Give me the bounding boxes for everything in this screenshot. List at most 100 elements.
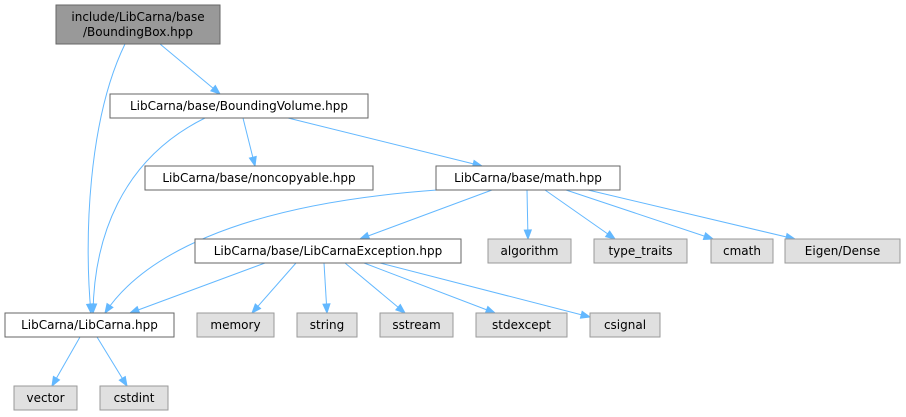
edge-line [129,262,266,314]
node-label: type_traits [608,244,672,258]
edge-bv-to-math [287,117,484,168]
node-algorithm: algorithm [487,238,572,264]
node-box [435,165,621,191]
edge-line [359,189,493,240]
arrowhead-icon [128,305,141,314]
arrowhead-icon [322,303,331,315]
edge-exc-to-sstream [344,262,407,314]
arrowhead-icon [394,303,407,314]
node-box [4,312,175,338]
node-box [593,238,688,264]
arrowhead-icon [209,84,222,95]
edge-line [544,189,616,240]
node-label: cmath [723,244,761,258]
edge-bv-to-noncopy [242,117,257,168]
node-label: memory [210,318,260,332]
node-string: string [296,312,358,338]
edge-exc-to-memory [251,262,297,315]
edge-line [92,117,206,314]
node-box [55,4,221,45]
edge-math-to-type_traits [544,189,617,240]
node-eigen: Eigen/Dense [784,238,901,264]
node-label: include/LibCarna/base [71,10,204,24]
node-label: vector [26,391,64,405]
node-vector: vector [13,385,78,411]
edge-root-to-bv [159,43,222,95]
edge-exc-to-string [322,262,331,315]
edge-math-to-libcarna [104,189,438,315]
edge-exc-to-libcarna [128,262,266,314]
edge-math-to-eigen [587,189,797,241]
arrowhead-icon [104,302,114,315]
edge-line [104,189,438,314]
node-label: LibCarna/LibCarna.hpp [21,318,158,332]
node-label: Eigen/Dense [805,244,880,258]
edge-math-to-algorithm [523,189,533,241]
node-label: cstdint [114,391,155,405]
arrowhead-icon [88,303,98,315]
arrowhead-icon [702,231,715,241]
node-label: LibCarna/base/BoundingVolume.hpp [130,99,348,113]
node-label: LibCarna/base/noncopyable.hpp [162,171,355,185]
node-box [487,238,572,264]
node-type_traits: type_traits [593,238,688,264]
node-box [379,312,454,338]
arrowhead-icon [118,375,128,388]
node-box [194,238,462,264]
node-box [196,312,275,338]
edge-libcarna-to-vector [51,336,81,388]
node-box [144,165,374,191]
arrowhead-icon [523,229,533,241]
node-box [13,385,78,411]
node-libcarna[interactable]: LibCarna/LibCarna.hpp [4,312,175,338]
edge-math-to-cmath [565,189,715,241]
node-box [710,238,774,264]
edge-line [159,43,221,95]
node-box [784,238,901,264]
edge-line [565,189,714,240]
arrowhead-icon [604,230,617,240]
arrowhead-icon [358,231,371,240]
node-bv[interactable]: LibCarna/base/BoundingVolume.hpp [109,93,369,119]
edge-bv-to-libcarna [88,117,206,315]
edge-line [344,262,406,314]
edge-line [87,43,126,314]
node-memory: memory [196,312,275,338]
edge-root-to-libcarna [85,43,126,315]
node-box [296,312,358,338]
arrowhead-icon [251,303,262,315]
node-label: LibCarna/base/math.hpp [454,171,602,185]
edge-line [587,189,796,240]
node-sstream: sstream [379,312,454,338]
edge-line [363,262,496,314]
node-label: LibCarna/base/LibCarnaException.hpp [214,244,443,258]
edge-line [287,117,483,167]
node-label: algorithm [501,244,559,258]
arrowhead-icon [579,310,592,319]
edge-line [379,262,591,318]
node-root[interactable]: include/LibCarna/base/BoundingBox.hpp [55,4,221,45]
node-noncopy[interactable]: LibCarna/base/noncopyable.hpp [144,165,374,191]
node-box [109,93,369,119]
node-stdexcept: stdexcept [475,312,568,338]
arrowhead-icon [51,375,61,388]
node-math[interactable]: LibCarna/base/math.hpp [435,165,621,191]
node-cmath: cmath [710,238,774,264]
edge-line [96,336,128,387]
node-box [475,312,568,338]
node-exc[interactable]: LibCarna/base/LibCarnaException.hpp [194,238,462,264]
node-label: csignal [604,318,646,332]
edge-line [251,262,297,314]
node-label: string [310,318,344,332]
arrowhead-icon [248,155,257,168]
edge-exc-to-csignal [379,262,592,319]
arrowhead-icon [484,305,497,314]
node-box [99,385,169,411]
node-label: stdexcept [492,318,551,332]
edge-math-to-exc [358,189,493,240]
nodes-layer: include/LibCarna/base/BoundingBox.hppLib… [4,4,901,411]
edge-libcarna-to-cstdint [96,336,128,388]
node-label: /BoundingBox.hpp [83,25,193,39]
node-box [589,312,661,338]
